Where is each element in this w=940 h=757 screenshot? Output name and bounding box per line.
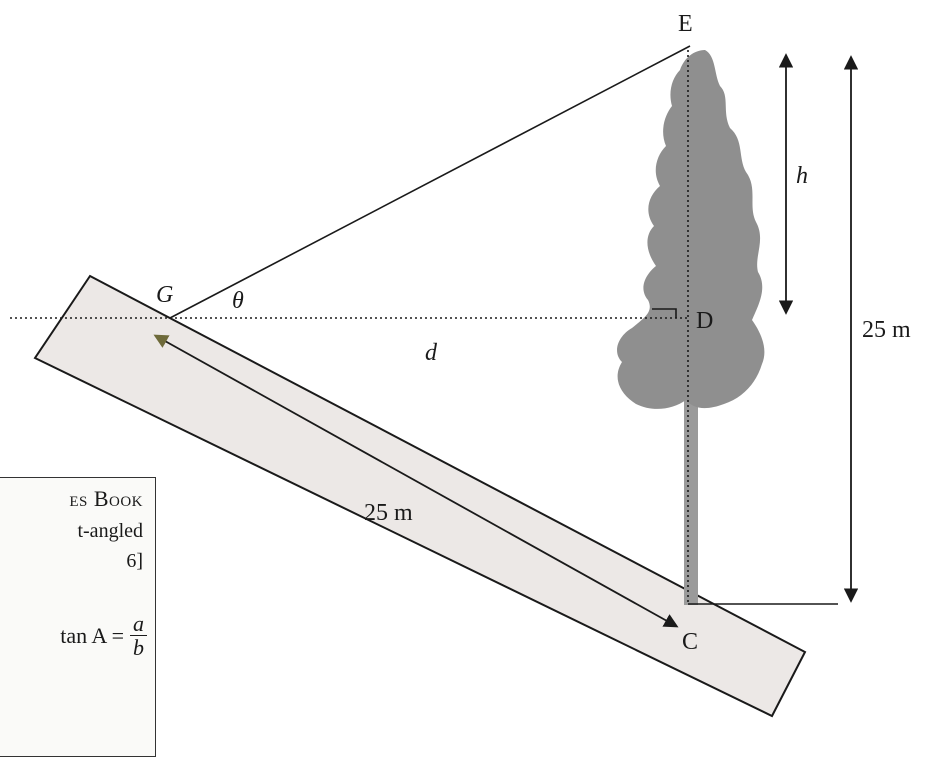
label-slope-length: 25 m <box>364 500 413 526</box>
info-box: es Book t-angled 6] tan A = a b <box>0 477 156 757</box>
sight-line <box>169 45 691 319</box>
label-tree-height: 25 m <box>862 317 911 343</box>
label-C: C <box>682 629 698 655</box>
tree-silhouette <box>617 50 765 605</box>
tan-formula: tan A = a b <box>60 612 147 659</box>
formula-numerator: a <box>130 612 147 637</box>
info-box-line-1: t-angled <box>77 520 143 542</box>
slope-length-arrow <box>153 334 679 628</box>
label-h: h <box>796 163 808 189</box>
label-theta: θ <box>232 288 244 314</box>
label-d: d <box>425 340 438 366</box>
formula-prefix: tan A = <box>60 622 124 648</box>
label-E: E <box>678 11 693 37</box>
formula-fraction: a b <box>130 612 147 659</box>
label-D: D <box>696 308 713 334</box>
info-box-title: es Book <box>69 486 143 511</box>
formula-denominator: b <box>133 635 144 661</box>
info-box-line-2: 6] <box>126 550 143 572</box>
label-G: G <box>156 282 173 308</box>
right-angle-marker <box>652 308 677 318</box>
